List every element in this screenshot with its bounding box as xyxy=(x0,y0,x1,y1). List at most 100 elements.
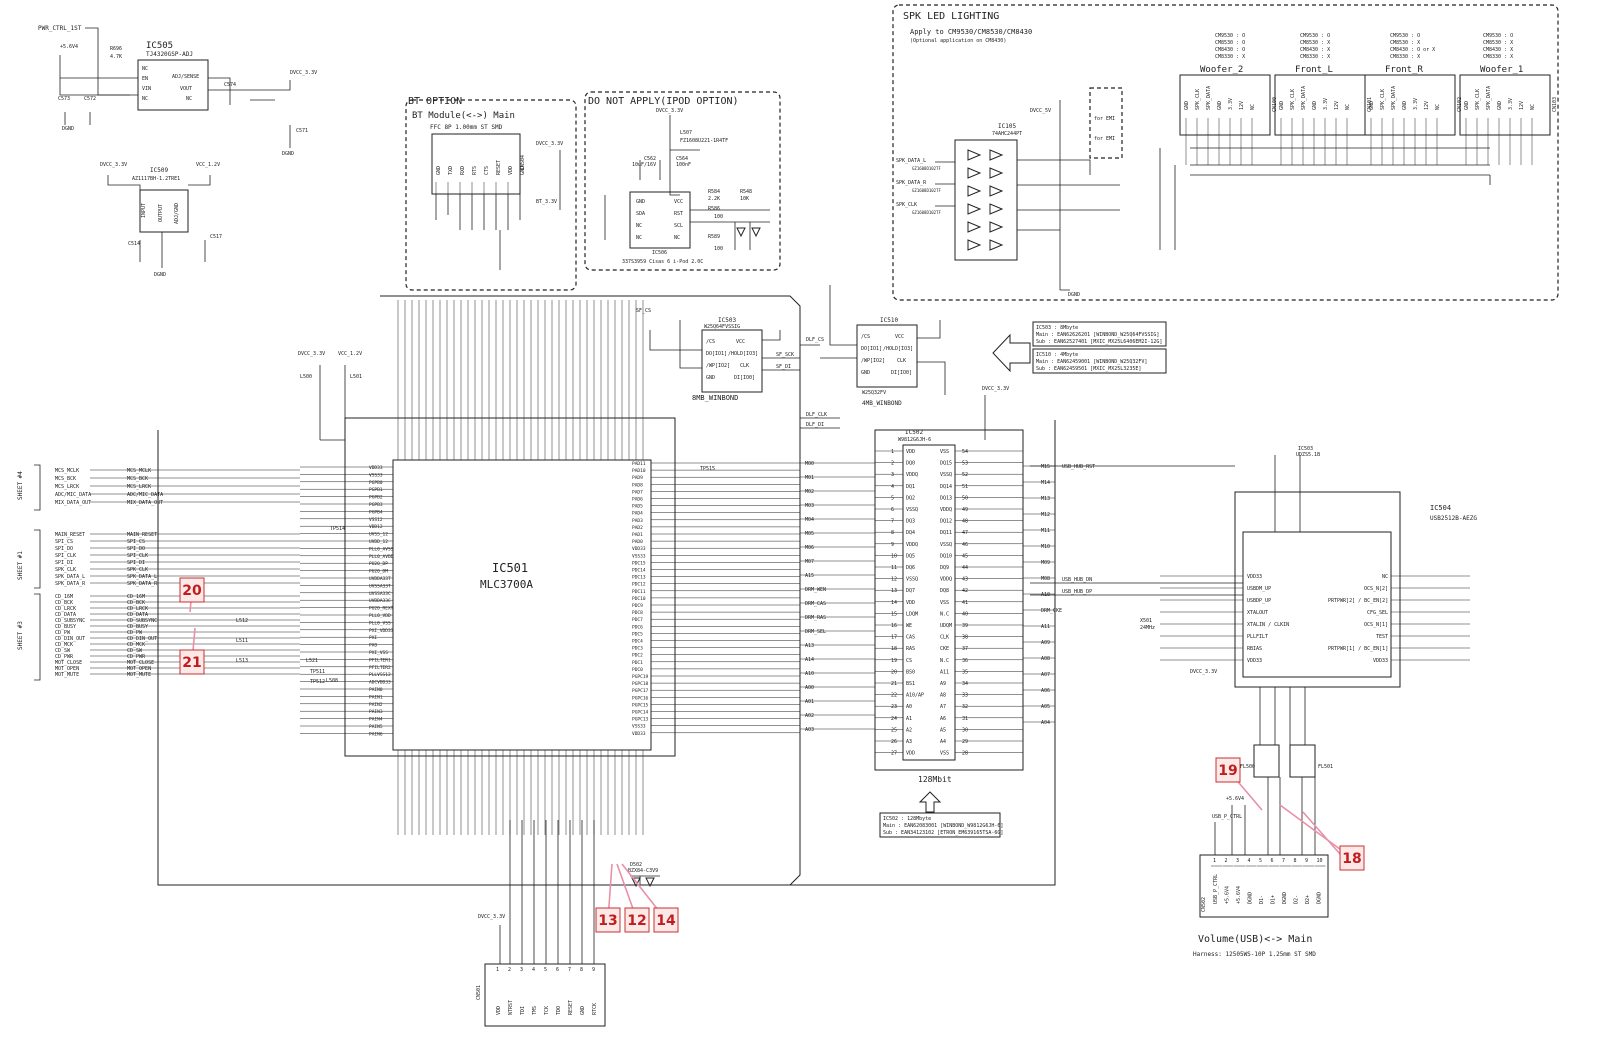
usb-power: DVCC_3.3V xyxy=(1190,669,1217,675)
ic506-pin-scl: SCL xyxy=(674,223,683,229)
cn502-pin-label: USB_P_CTRL xyxy=(1213,874,1219,904)
sdram-right-num: 52 xyxy=(962,472,968,478)
ic503-note-1: IC503 : 8Mbyte xyxy=(1036,325,1078,331)
sdram-right-num: 30 xyxy=(962,727,968,733)
sdram-left-num: 6 xyxy=(891,507,894,513)
sheet-net-right: MCS_MCLK xyxy=(127,468,151,474)
sheet-net-right: CD_DATA xyxy=(127,612,148,618)
callout-number: 20 xyxy=(182,583,202,599)
ref-c571: C571 xyxy=(296,128,308,134)
ic506-pin-rst: RST xyxy=(674,211,683,217)
mcu-right-pin: VDD33 xyxy=(632,546,646,552)
mcu-left-pin: PAIN6 xyxy=(369,731,383,737)
mcu-ind-l501: L501 xyxy=(350,374,362,380)
sheet-net-left: SPI_CS xyxy=(55,539,73,545)
sheet-net-left: CD_MCK xyxy=(55,642,73,648)
ipod-res-r548: R548 xyxy=(740,189,752,195)
tp512: TP512 xyxy=(310,679,325,685)
mcu-l512: L512 xyxy=(236,618,248,624)
sdram-left-pin: CAS xyxy=(906,635,915,641)
model-availability: CM8430 : O or X xyxy=(1390,47,1435,53)
mcu-l511: L511 xyxy=(236,638,248,644)
spk-conn-pin: GND xyxy=(1184,101,1190,110)
usb-hub-right-pin: VDD33 xyxy=(1373,658,1388,664)
flash-net-sf-cs: SF_CS xyxy=(636,308,651,314)
sdram-right-pin: N.C xyxy=(940,658,949,664)
sdram-right-pin: N.C xyxy=(940,611,949,617)
callout-badge xyxy=(1339,845,1365,871)
mcu-right-pin: PGPC17 xyxy=(632,688,649,694)
sdram-outer xyxy=(874,429,1024,771)
sheet-net-left: SPK_DATA_L xyxy=(55,574,85,580)
cn501-pin-label: NTRST xyxy=(508,1000,514,1015)
mcu-left-pin: PAIN4 xyxy=(369,717,383,723)
dvcc33-label: DVCC_3.3V xyxy=(290,70,317,76)
note-arrow xyxy=(992,333,1031,373)
bt-option-title: BT OPTION xyxy=(408,96,462,107)
sheet-net-right: MOT_MUTE xyxy=(127,672,151,678)
sdram-left-pin: DQ0 xyxy=(906,461,915,467)
mcu-right-pin: PAD4 xyxy=(632,511,643,517)
sdram-right-num: 47 xyxy=(962,530,968,536)
cn501-pin-num: 1 xyxy=(496,967,499,973)
sdram-bus-left: M00 xyxy=(805,461,814,467)
sdram-left-pin: VSSQ xyxy=(906,507,918,513)
sdram-left-num: 26 xyxy=(891,739,897,745)
usb-hub-ref: IC504 xyxy=(1430,504,1451,512)
sdram-left-num: 24 xyxy=(891,716,897,722)
sheet1-label: SHEET #1 xyxy=(17,551,24,580)
spk-conn-pin: SPK_DATA xyxy=(1486,86,1492,110)
sdram-right-pin: DQ10 xyxy=(940,553,952,559)
ic505-pin-nc3: NC xyxy=(186,96,192,102)
sheet-net-right: SPK_DATA_R xyxy=(127,581,158,587)
sdram-right-pin: VSS xyxy=(940,600,949,606)
ic510-label: 4MB_WINBOND xyxy=(862,400,902,407)
buffer-gate xyxy=(989,185,1004,197)
buffer-gate xyxy=(989,149,1004,161)
callout-badge xyxy=(179,577,205,603)
mcu-right-pin: PAD9 xyxy=(632,475,643,481)
mcu-right-pin: PDC6 xyxy=(632,624,643,630)
sdram-note-1: IC502 : 128Mbyte xyxy=(883,816,931,822)
ic510-pin-wp: /WP[IO2] xyxy=(861,358,885,364)
mcu-left-pin: PLL0_AVSS xyxy=(369,546,394,552)
spk-power: DVCC_5V xyxy=(1030,108,1051,114)
ic506-pin-vcc: VCC xyxy=(674,199,683,205)
sdram-left-num: 22 xyxy=(891,693,897,699)
mcu-right-pin: PAD6 xyxy=(632,497,643,503)
callout-number: 19 xyxy=(1218,763,1237,779)
mcu-l521: L521 xyxy=(306,658,318,664)
usb-reg-part: UDZS5.1B xyxy=(1296,452,1320,458)
sdram-size: 128Mbit xyxy=(918,775,952,784)
ipod-res-r586-val: 100 xyxy=(714,214,723,220)
cn502-pin-label: D2+ xyxy=(1305,895,1311,904)
buffer-gate xyxy=(967,203,982,215)
sdram-bus-left: A02 xyxy=(805,713,814,719)
sheet-net-left: CD_LRCK xyxy=(55,606,76,612)
sdram-left-pin: DQ5 xyxy=(906,553,915,559)
mcu-left-pin: PLL0_VDD xyxy=(369,613,391,619)
bt-pin-label: GND xyxy=(520,166,526,175)
mcu-ind-l500: L500 xyxy=(300,374,312,380)
flash-net-dlf-di: DLF_DI xyxy=(806,422,824,428)
cn501-pin-num: 6 xyxy=(556,967,559,973)
usb-crystal-val: 24MHz xyxy=(1140,625,1155,631)
sdram-left-pin: DQ1 xyxy=(906,484,915,490)
buffer-gate xyxy=(967,221,982,233)
sdram-left-num: 3 xyxy=(891,472,894,478)
bt-option-block: BT OPTION BT Module(<->) Main FFC 8P 1.0… xyxy=(405,96,577,291)
sheet-net-right: CD_16M xyxy=(127,594,145,600)
ic510-pin-clk: CLK xyxy=(897,358,906,364)
sdram-right-pin: A5 xyxy=(940,727,946,733)
cn501-pin-label: TCK xyxy=(544,1006,550,1015)
spk-conn-pin: GND xyxy=(1312,101,1318,110)
ipod-res-r584: R584 xyxy=(708,189,720,195)
cn501-pin-label: GND xyxy=(580,1006,586,1015)
sdram-ref: IC502 xyxy=(905,429,923,436)
sdram-left-num: 8 xyxy=(891,530,894,536)
ic506-pin-nc3: NC xyxy=(674,235,680,241)
sdram-left-num: 9 xyxy=(891,542,894,548)
usb-hub-right-pin: NC xyxy=(1382,574,1388,580)
ic105-ref: IC105 xyxy=(998,123,1016,130)
sheet-net-left: CD_SUBSYNC xyxy=(55,618,85,624)
